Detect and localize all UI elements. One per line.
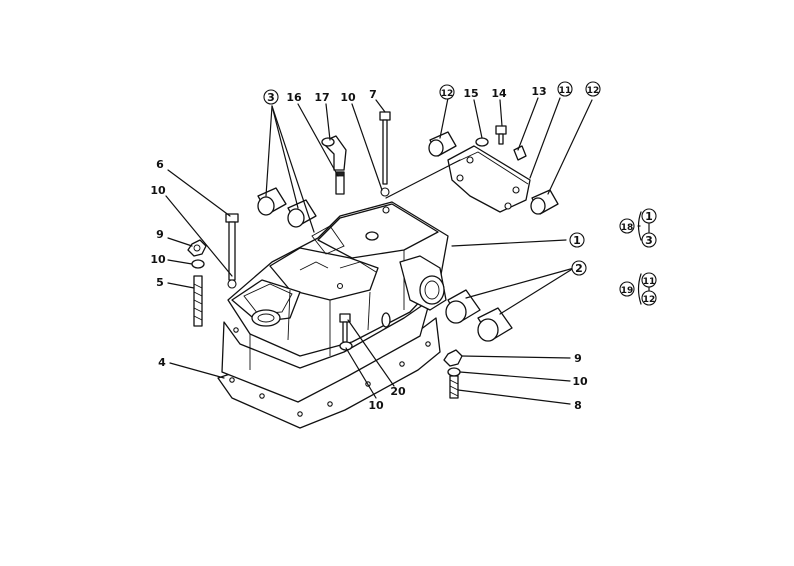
leader-lines <box>165 97 593 405</box>
callout-labels: 6 10 9 10 5 4 3 16 17 10 7 12 15 14 13 1… <box>150 81 601 412</box>
callout-10: 10 <box>150 184 166 197</box>
circled-marker-1 <box>569 232 585 248</box>
callout-5: 5 <box>156 276 164 289</box>
bolt-7 <box>379 111 391 197</box>
callout-16: 16 <box>286 91 302 104</box>
elbow-fitting-17 <box>321 135 347 171</box>
washer-15 <box>475 137 489 147</box>
fitting-13 <box>513 145 527 161</box>
bushing-3-left <box>257 187 287 216</box>
callout-3: 3 <box>267 91 275 104</box>
assembly-legend: 18 1 3 19 11 12 <box>619 208 657 306</box>
callout-17: 17 <box>314 91 329 104</box>
right-fastener-stack <box>443 349 463 399</box>
left-fastener-stack <box>187 239 207 327</box>
circled-marker-11 <box>557 81 573 97</box>
bolt-14 <box>495 125 507 145</box>
center-bolt-20 <box>339 313 353 351</box>
bushing-3-right <box>287 199 317 228</box>
bushing-12-right <box>530 189 559 215</box>
legend-member-12: 12 <box>643 295 656 305</box>
callout-12: 12 <box>441 89 454 99</box>
legend-brace <box>637 273 642 305</box>
legend-assembly-19-marker <box>619 281 635 297</box>
bushing-2-right <box>477 307 513 342</box>
legend-assembly-18: 18 <box>621 223 634 233</box>
legend-member-1: 1 <box>645 210 653 223</box>
callout-10: 10 <box>340 91 356 104</box>
housing <box>217 201 449 429</box>
callout-9: 9 <box>574 352 582 365</box>
stud-16 <box>335 171 345 195</box>
bracket-11 <box>447 145 531 213</box>
callout-2: 2 <box>575 262 583 275</box>
callout-20: 20 <box>390 385 406 398</box>
callout-4: 4 <box>158 356 166 369</box>
callout-10: 10 <box>368 399 384 412</box>
callout-8: 8 <box>574 399 582 412</box>
legend-assembly-18-marker <box>619 218 635 234</box>
callout-6: 6 <box>156 158 164 171</box>
callout-11: 11 <box>559 86 572 96</box>
callout-7: 7 <box>369 88 377 101</box>
legend-member-11: 11 <box>643 277 656 287</box>
callout-9: 9 <box>156 228 164 241</box>
callout-14: 14 <box>491 87 507 100</box>
circled-marker-3 <box>263 89 279 105</box>
circled-marker-12 <box>585 81 601 97</box>
callout-1: 1 <box>573 234 581 247</box>
legend-assembly-19: 19 <box>621 286 634 296</box>
callout-15: 15 <box>463 87 478 100</box>
circled-marker-2 <box>571 260 587 276</box>
circled-marker-12 <box>439 84 455 100</box>
bushing-2-left <box>445 289 481 324</box>
callout-12: 12 <box>587 86 600 96</box>
callout-10: 10 <box>150 253 166 266</box>
callout-10: 10 <box>572 375 588 388</box>
legend-member-3: 3 <box>645 234 653 247</box>
bolt-6 <box>225 213 239 289</box>
legend-member-3-marker <box>641 232 657 248</box>
callout-13: 13 <box>531 85 546 98</box>
legend-member-12-marker <box>641 290 657 306</box>
bushing-12-left <box>428 131 457 157</box>
legend-brace <box>637 211 642 241</box>
